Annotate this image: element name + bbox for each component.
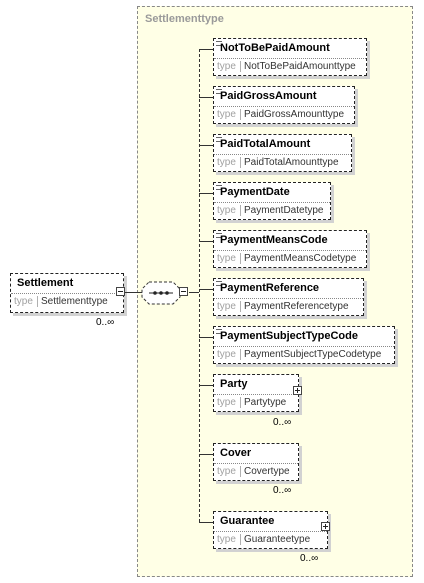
type-value: NotToBePaidAmounttype: [240, 61, 356, 72]
element-name: PaidGrossAmount: [220, 90, 317, 102]
optional-marker-icon: [216, 281, 222, 286]
optional-marker-icon: [216, 329, 222, 334]
element-cover[interactable]: Cover type Covertype: [213, 443, 299, 481]
type-label: type: [217, 109, 236, 120]
cardinality: 0..∞: [300, 553, 319, 564]
optional-marker-icon: [216, 41, 222, 46]
element-party[interactable]: Party type Partytype: [213, 374, 299, 412]
element-name: PaymentSubjectTypeCode: [220, 330, 358, 342]
element-name: Cover: [220, 447, 252, 459]
root-element-settlement[interactable]: Settlement type Settlementtype: [10, 273, 124, 313]
type-value: PaymentSubjectTypeCodetype: [240, 349, 381, 360]
type-value: PaymentReferencetype: [240, 301, 349, 312]
expand-icon[interactable]: [293, 386, 302, 395]
element-name: Party: [220, 378, 248, 390]
element-name: NotToBePaidAmount: [220, 42, 330, 54]
element-name: PaymentMeansCode: [220, 234, 328, 246]
type-label: type: [217, 253, 236, 264]
type-value: Covertype: [240, 466, 290, 477]
element-name: PaymentDate: [220, 186, 290, 198]
type-label: type: [217, 466, 236, 477]
sequence-compositor-icon[interactable]: [141, 281, 181, 305]
element-paidgrossamount[interactable]: PaidGrossAmount type PaidGrossAmounttype: [213, 86, 355, 124]
type-label: type: [217, 534, 236, 545]
element-name: PaymentReference: [220, 282, 320, 294]
element-nottobepaidamount[interactable]: NotToBePaidAmount type NotToBePaidAmount…: [213, 38, 367, 76]
type-value: PaidTotalAmounttype: [240, 157, 339, 168]
type-value: PaymentDatetype: [240, 205, 324, 216]
type-label: type: [217, 397, 236, 408]
cardinality: 0..∞: [273, 417, 292, 428]
type-label: type: [217, 61, 236, 72]
type-label: type: [217, 157, 236, 168]
collapse-icon[interactable]: [179, 287, 188, 296]
type-label: type: [14, 296, 33, 307]
cardinality: 0..∞: [273, 485, 292, 496]
element-paymentreference[interactable]: PaymentReference type PaymentReferencety…: [213, 278, 364, 316]
type-label: type: [217, 349, 236, 360]
type-value: PaymentMeansCodetype: [240, 253, 356, 264]
element-paymentsubjecttypecode[interactable]: PaymentSubjectTypeCode type PaymentSubje…: [213, 326, 395, 364]
element-name: Settlement: [17, 277, 74, 289]
optional-marker-icon: [216, 89, 222, 94]
cardinality: 0..∞: [96, 317, 115, 328]
optional-marker-icon: [216, 137, 222, 142]
element-paymentmeanscode[interactable]: PaymentMeansCode type PaymentMeansCodety…: [213, 230, 367, 268]
element-guarantee[interactable]: Guarantee type Guaranteetype: [213, 511, 328, 549]
type-value: PaidGrossAmounttype: [240, 109, 344, 120]
optional-marker-icon: [216, 185, 222, 190]
container-title: Settlementtype: [145, 13, 224, 25]
type-value: Settlementtype: [37, 296, 108, 307]
element-paymentdate[interactable]: PaymentDate type PaymentDatetype: [213, 182, 331, 220]
type-value: Guaranteetype: [240, 534, 310, 545]
optional-marker-icon: [216, 233, 222, 238]
type-value: Partytype: [240, 397, 286, 408]
element-paidtotalamount[interactable]: PaidTotalAmount type PaidTotalAmounttype: [213, 134, 352, 172]
expand-icon[interactable]: [321, 522, 330, 531]
type-label: type: [217, 301, 236, 312]
collapse-icon[interactable]: [116, 287, 125, 296]
element-name: PaidTotalAmount: [220, 138, 311, 150]
type-label: type: [217, 205, 236, 216]
element-name: Guarantee: [220, 515, 275, 527]
